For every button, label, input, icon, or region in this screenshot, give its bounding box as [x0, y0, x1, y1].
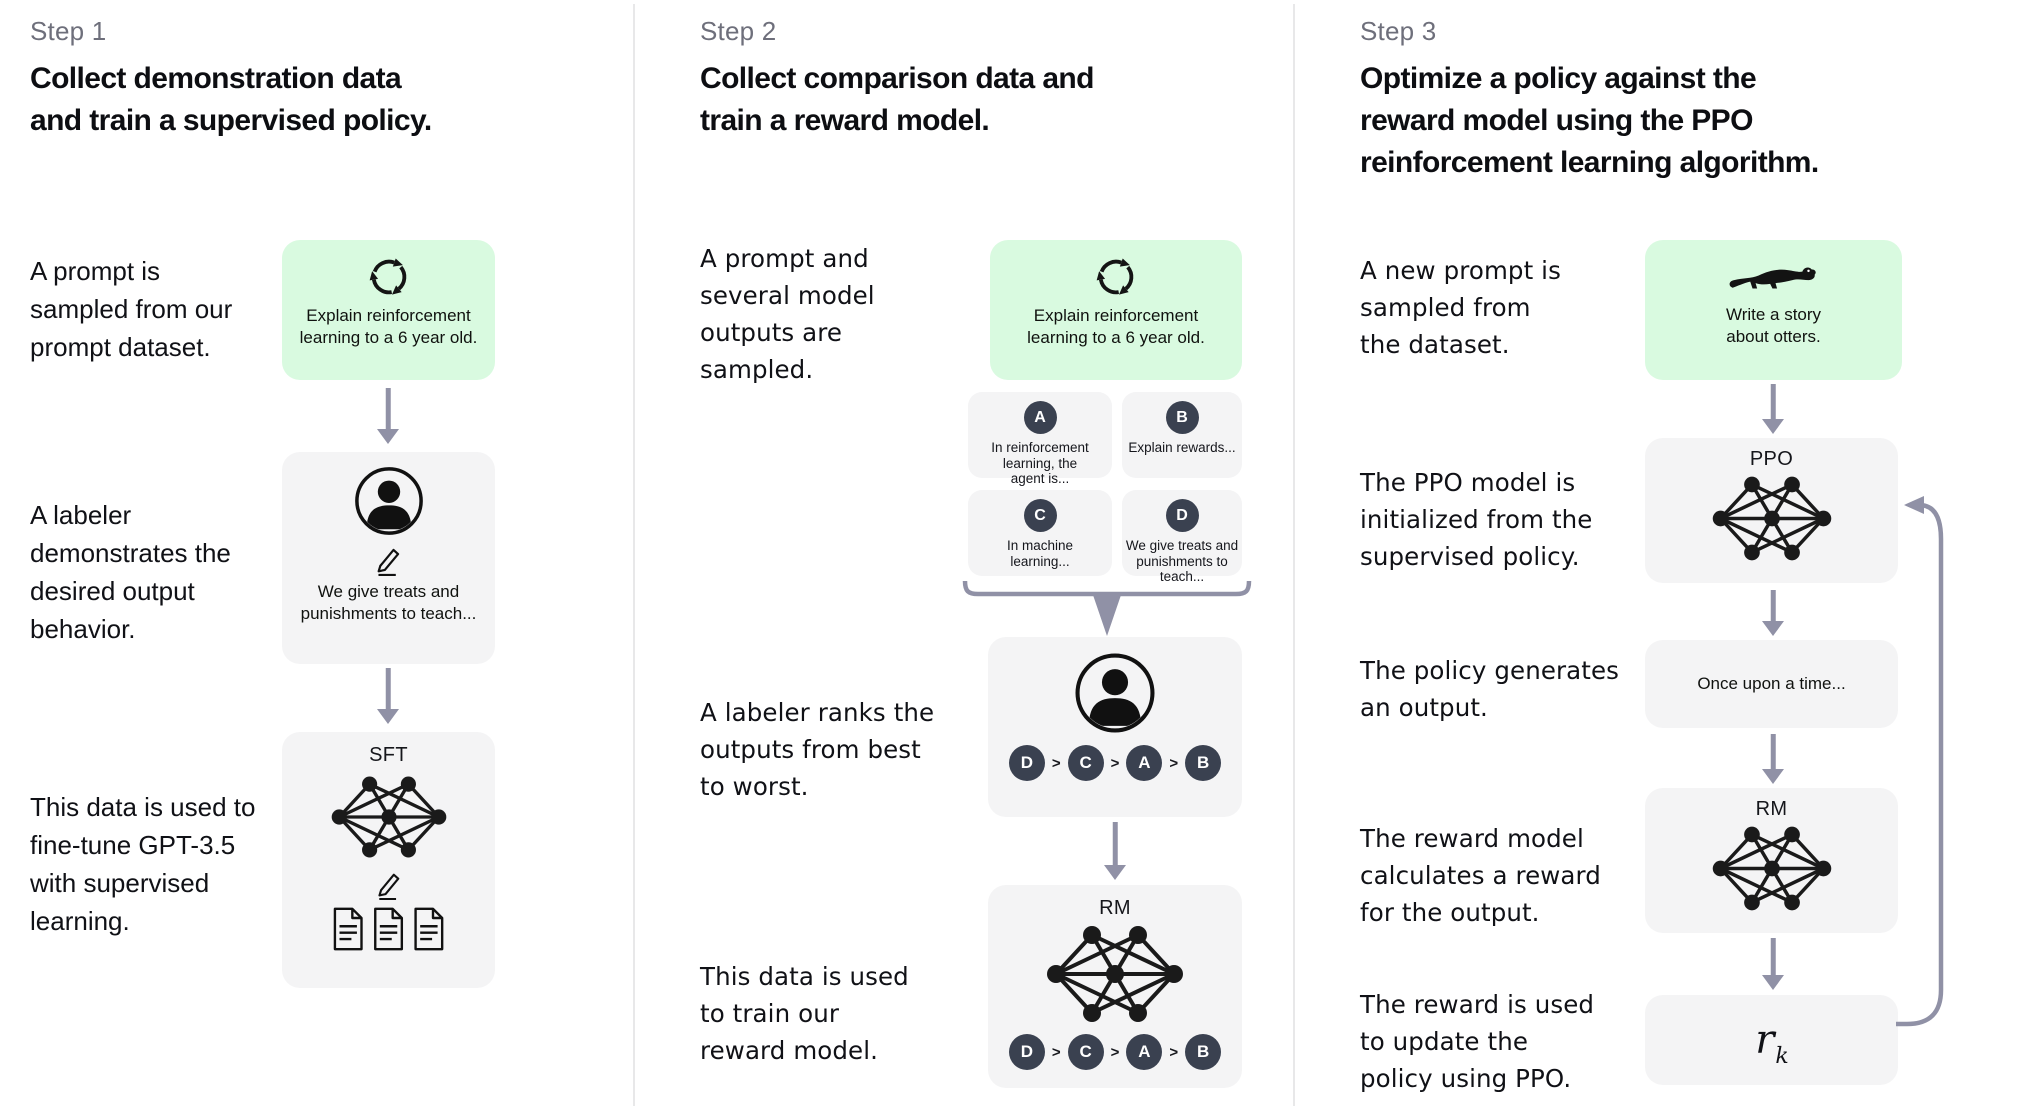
step3-caption-update: The reward is used to update the policy … — [1360, 990, 1595, 1093]
step3-caption-prompt: A new prompt is sampled from the dataset… — [1360, 256, 1561, 359]
output-a-box: A In reinforcement learning, the agent i… — [968, 392, 1112, 486]
neural-network-icon — [1711, 823, 1833, 914]
arrow-down-icon — [377, 668, 399, 724]
output-d-box: D We give treats and punishments to teac… — [1122, 490, 1242, 584]
step3-output-box: Once upon a time... — [1645, 640, 1898, 728]
output-a-badge: A — [1023, 401, 1057, 434]
step2-rm-box: RM D > C > A > B — [988, 885, 1242, 1088]
neural-network-icon — [330, 773, 448, 861]
step3-rm-box: RM — [1645, 788, 1898, 933]
arrow-down-icon — [1762, 590, 1784, 636]
arrow-down-icon — [1762, 938, 1784, 990]
step3-output-text: Once upon a time... — [1697, 674, 1846, 693]
step1-demonstration-text: We give treats and punishments to teach.… — [300, 582, 477, 623]
step3-prompt-text: Write a story about otters. — [1725, 305, 1822, 346]
step3-caption-output: The policy generates an output. — [1360, 656, 1620, 722]
output-b-badge: B — [1165, 401, 1199, 434]
column-divider-2 — [1293, 4, 1295, 1106]
step2-labeler-box: D > C > A > B — [988, 637, 1242, 817]
step3-prompt-box: Write a story about otters. — [1645, 240, 1902, 380]
ppo-label: PPO — [1749, 448, 1794, 470]
step2-title: Collect comparison data and train a rewa… — [700, 62, 1094, 137]
step2-caption-prompt: A prompt and several model outputs are s… — [700, 244, 875, 384]
feedback-loop-arrow-icon — [1896, 496, 1944, 1027]
rank-circle: B — [1185, 745, 1222, 781]
step1-caption-prompt: A prompt is sampled from our prompt data… — [30, 256, 233, 362]
output-b-text: Explain rewards... — [1128, 440, 1236, 455]
arrow-down-icon — [1104, 822, 1126, 880]
step3-reward-box: rk — [1645, 995, 1898, 1085]
output-c-text: In machine learning... — [1006, 538, 1074, 569]
step2-caption-train: This data is used to train our reward mo… — [700, 962, 909, 1065]
column-divider-1 — [633, 4, 635, 1106]
step2-prompt-text: Explain reinforcement learning to a 6 ye… — [1027, 306, 1205, 347]
ranking-row: D > C > A > B — [1008, 745, 1222, 781]
step1-title: Collect demonstration data and train a s… — [30, 62, 432, 137]
step3-title: Optimize a policy against the reward mod… — [1360, 62, 1819, 179]
sft-label: SFT — [369, 744, 408, 766]
rank-circle: B — [1185, 1034, 1222, 1070]
rm-label: RM — [1099, 897, 1131, 919]
rm-label: RM — [1755, 798, 1788, 820]
pencil-icon — [373, 543, 404, 576]
step3-ppo-box: PPO — [1645, 438, 1898, 583]
step3-caption-reward: The reward model calculates a reward for… — [1360, 824, 1601, 927]
step3-label: Step 3 — [1360, 16, 1437, 46]
person-icon — [353, 465, 425, 537]
neural-network-icon — [1045, 922, 1185, 1026]
cycle-icon — [366, 253, 412, 299]
neural-network-icon — [1711, 473, 1833, 564]
person-icon — [1073, 651, 1157, 735]
output-d-badge: D — [1165, 499, 1199, 532]
arrow-down-icon — [377, 388, 399, 444]
step1-caption-labeler: A labeler demonstrates the desired outpu… — [30, 500, 231, 644]
step2-prompt-box: Explain reinforcement learning to a 6 ye… — [990, 240, 1242, 380]
otter-icon — [1728, 257, 1820, 297]
brace-arrow-icon — [962, 580, 1252, 636]
step2-label: Step 2 — [700, 16, 777, 46]
step1-label: Step 1 — [30, 16, 107, 46]
step1-prompt-text: Explain reinforcement learning to a 6 ye… — [299, 306, 478, 347]
output-a-text: In reinforcement learning, the agent is.… — [991, 440, 1089, 486]
rank-circle: A — [1126, 1034, 1163, 1070]
pencil-icon — [374, 868, 404, 900]
output-c-box: C In machine learning... — [968, 490, 1112, 576]
rank-circle: A — [1126, 745, 1163, 781]
cycle-icon — [1093, 253, 1139, 299]
arrow-down-icon — [1762, 734, 1784, 784]
step1-sft-box: SFT — [282, 732, 495, 988]
output-c-badge: C — [1023, 499, 1057, 532]
rank-circle: C — [1067, 1034, 1104, 1070]
step1-caption-finetune: This data is used to fine-tune GPT-3.5 w… — [30, 792, 256, 936]
step3-caption-init: The PPO model is initialized from the su… — [1360, 468, 1593, 571]
ranking-row: D > C > A > B — [1008, 1034, 1222, 1070]
step2-caption-rank: A labeler ranks the outputs from best to… — [700, 698, 935, 801]
reward-value: rk — [1755, 1017, 1789, 1069]
arrow-down-icon — [1762, 384, 1784, 434]
output-d-text: We give treats and punishments to teach.… — [1125, 538, 1239, 584]
rank-circle: C — [1067, 745, 1104, 781]
step1-labeler-box: We give treats and punishments to teach.… — [282, 452, 495, 664]
output-b-box: B Explain rewards... — [1122, 392, 1242, 478]
rank-circle: D — [1008, 745, 1045, 781]
step1-prompt-box: Explain reinforcement learning to a 6 ye… — [282, 240, 495, 380]
rank-circle: D — [1008, 1034, 1045, 1070]
documents-icon — [333, 907, 445, 951]
